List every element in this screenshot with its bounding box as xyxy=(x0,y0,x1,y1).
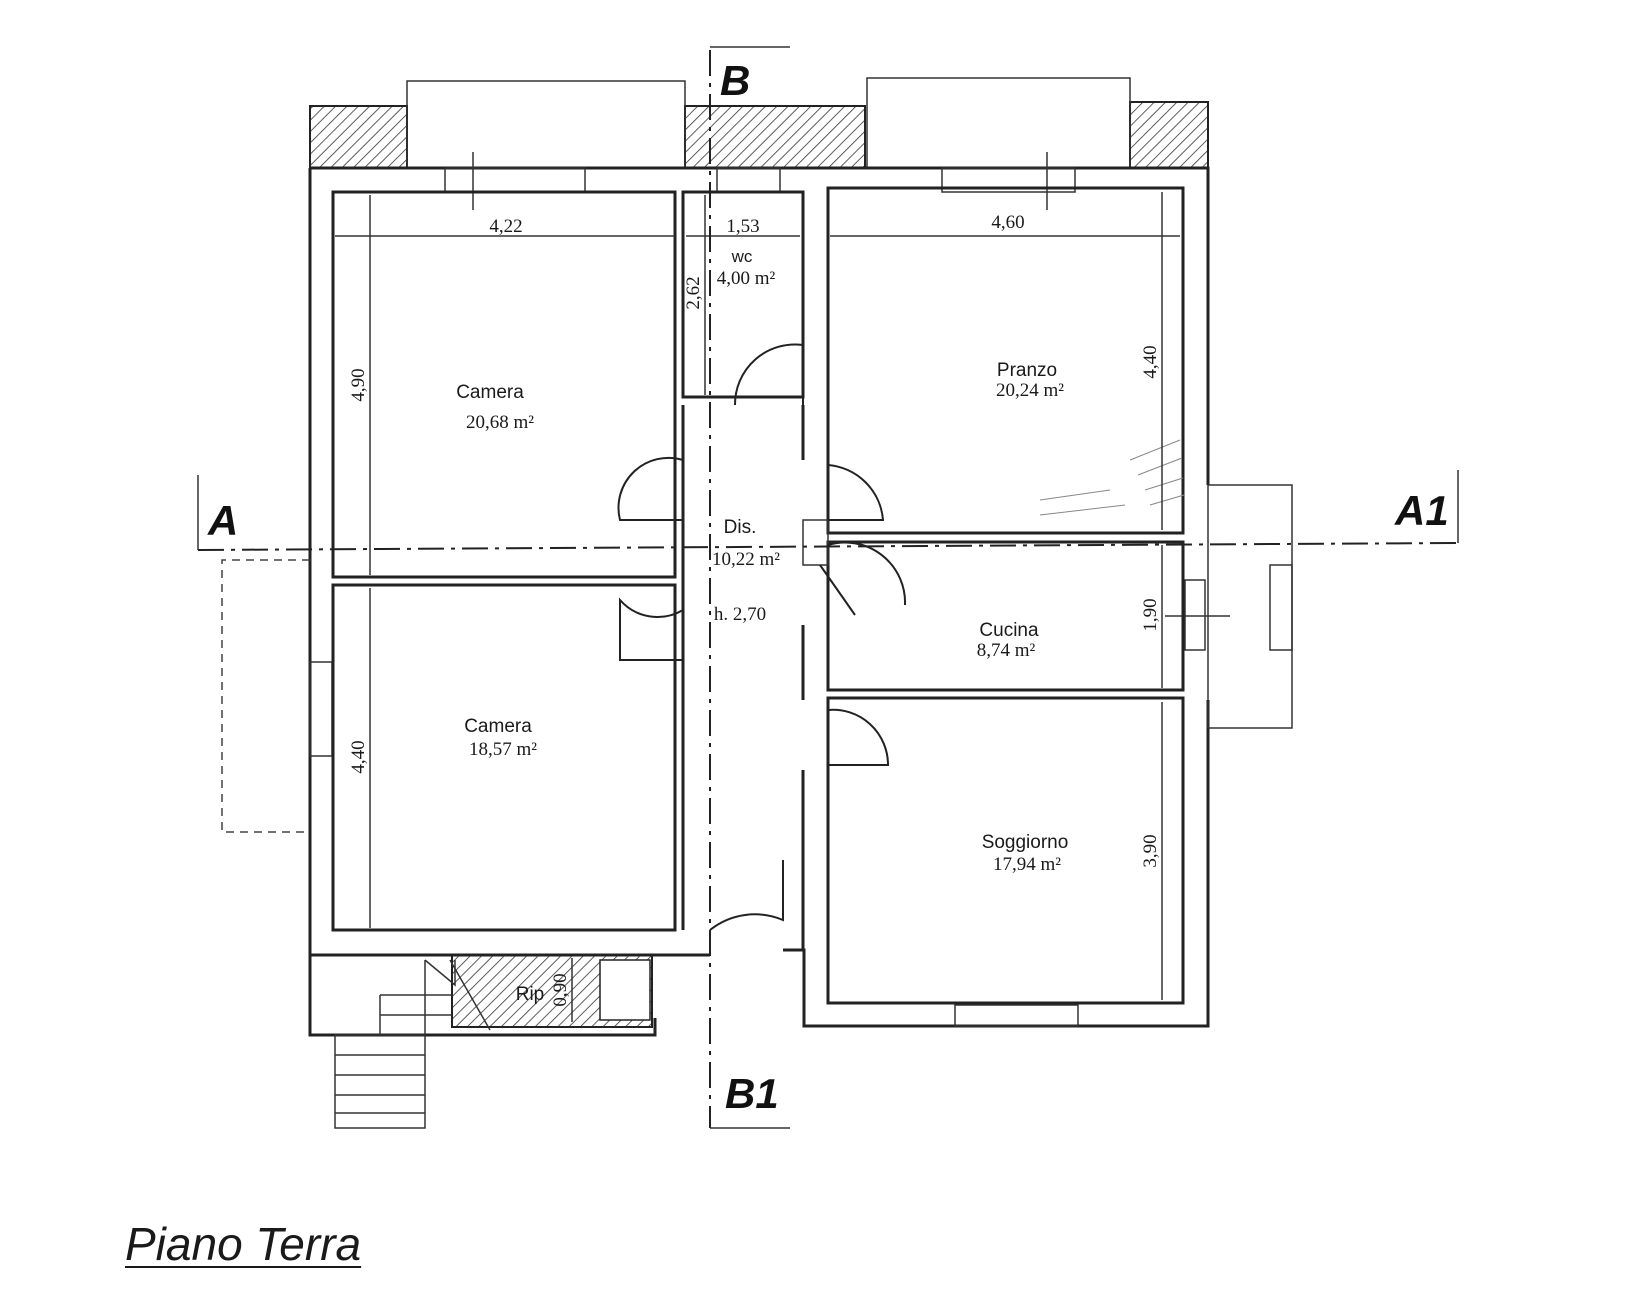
room-area-soggiorno: 17,94 m² xyxy=(993,854,1061,875)
room-name-rip: Rip xyxy=(516,984,545,1005)
room-area-camera-bottom: 18,57 m² xyxy=(469,739,537,760)
room-name-soggiorno: Soggiorno xyxy=(982,832,1069,853)
section-label-b1: B1 xyxy=(725,1070,779,1117)
dim-camera-top-depth: 4,90 xyxy=(348,368,369,401)
dim-wc-depth: 2,62 xyxy=(683,276,704,309)
room-area-camera-top: 20,68 m² xyxy=(466,412,534,433)
room-area-pranzo: 20,24 m² xyxy=(996,380,1064,401)
dim-soggiorno-depth: 3,90 xyxy=(1140,834,1161,867)
dim-pranzo-depth: 4,40 xyxy=(1140,345,1161,378)
room-name-dis: Dis. xyxy=(724,517,757,538)
section-label-b: B xyxy=(720,57,750,104)
section-axes xyxy=(197,46,1459,1129)
room-area-cucina: 8,74 m² xyxy=(977,640,1036,661)
room-name-wc: wc xyxy=(731,247,753,266)
room-name-camera-top: Camera xyxy=(456,382,524,403)
pranzo-sketch xyxy=(1039,439,1185,516)
room-walls xyxy=(331,186,1185,1005)
section-label-a1: A1 xyxy=(1394,487,1449,534)
room-area-dis: 10,22 m² xyxy=(712,549,780,570)
plan-title: Piano Terra xyxy=(125,1218,362,1270)
room-name-camera-bottom: Camera xyxy=(464,716,532,737)
dim-camera-bottom-depth: 4,40 xyxy=(348,740,369,773)
room-name-cucina: Cucina xyxy=(979,620,1039,641)
room-area-wc: 4,00 m² xyxy=(717,268,776,289)
dimension-lines xyxy=(335,192,1180,1022)
room-name-pranzo: Pranzo xyxy=(997,360,1057,381)
section-label-a: A xyxy=(207,497,238,544)
dim-camera-top-width: 4,22 xyxy=(489,216,522,237)
top-parapet xyxy=(309,77,1209,169)
dim-cucina-depth: 1,90 xyxy=(1140,598,1161,631)
dim-pranzo-width: 4,60 xyxy=(991,212,1024,233)
dim-rip-depth: 0,90 xyxy=(550,973,571,1006)
room-height-dis: h. 2,70 xyxy=(714,604,766,625)
ripostiglio-stair xyxy=(334,954,653,1129)
dim-wc-width: 1,53 xyxy=(726,216,759,237)
doors xyxy=(617,343,907,931)
